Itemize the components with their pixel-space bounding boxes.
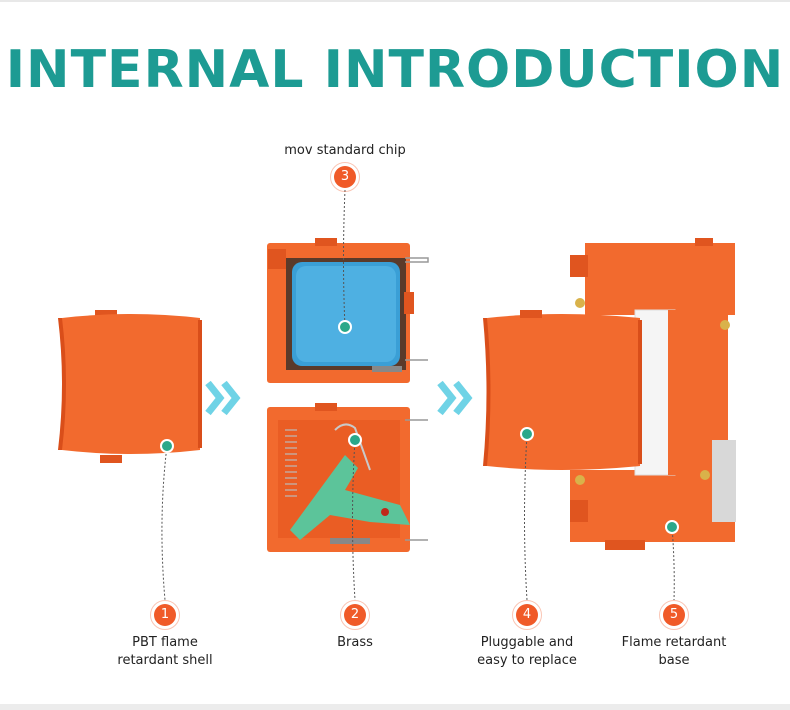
part-1-number-badge: 1	[150, 600, 180, 630]
part-1-caption: PBT flame retardant shell	[117, 635, 213, 668]
part-3-caption: mov standard chip	[284, 143, 406, 158]
marker-dots	[160, 320, 679, 534]
bottom-divider	[0, 704, 790, 710]
part-5-number-badge: 5	[659, 600, 689, 630]
leader-lines	[161, 189, 675, 601]
pluggable-module-illustration	[483, 310, 642, 470]
part-4-caption: Pluggable and easy to replace	[477, 635, 577, 668]
brass-module-illustration	[267, 403, 428, 552]
part-3-number-badge: 3	[330, 162, 360, 192]
part-2-caption: Brass	[337, 635, 373, 650]
pbt-shell-illustration	[58, 310, 202, 463]
part-5-caption: Flame retardant base	[621, 635, 727, 668]
chevron-arrow-icon	[437, 380, 473, 416]
part-2-number-badge: 2	[340, 600, 370, 630]
mov-chip-module-illustration	[267, 238, 429, 383]
top-divider	[0, 0, 790, 2]
chevron-arrow-icon	[205, 380, 241, 416]
part-4-number-badge: 4	[512, 600, 542, 630]
base-illustration	[570, 238, 736, 550]
page-title: INTERNAL INTRODUCTION	[5, 40, 785, 100]
